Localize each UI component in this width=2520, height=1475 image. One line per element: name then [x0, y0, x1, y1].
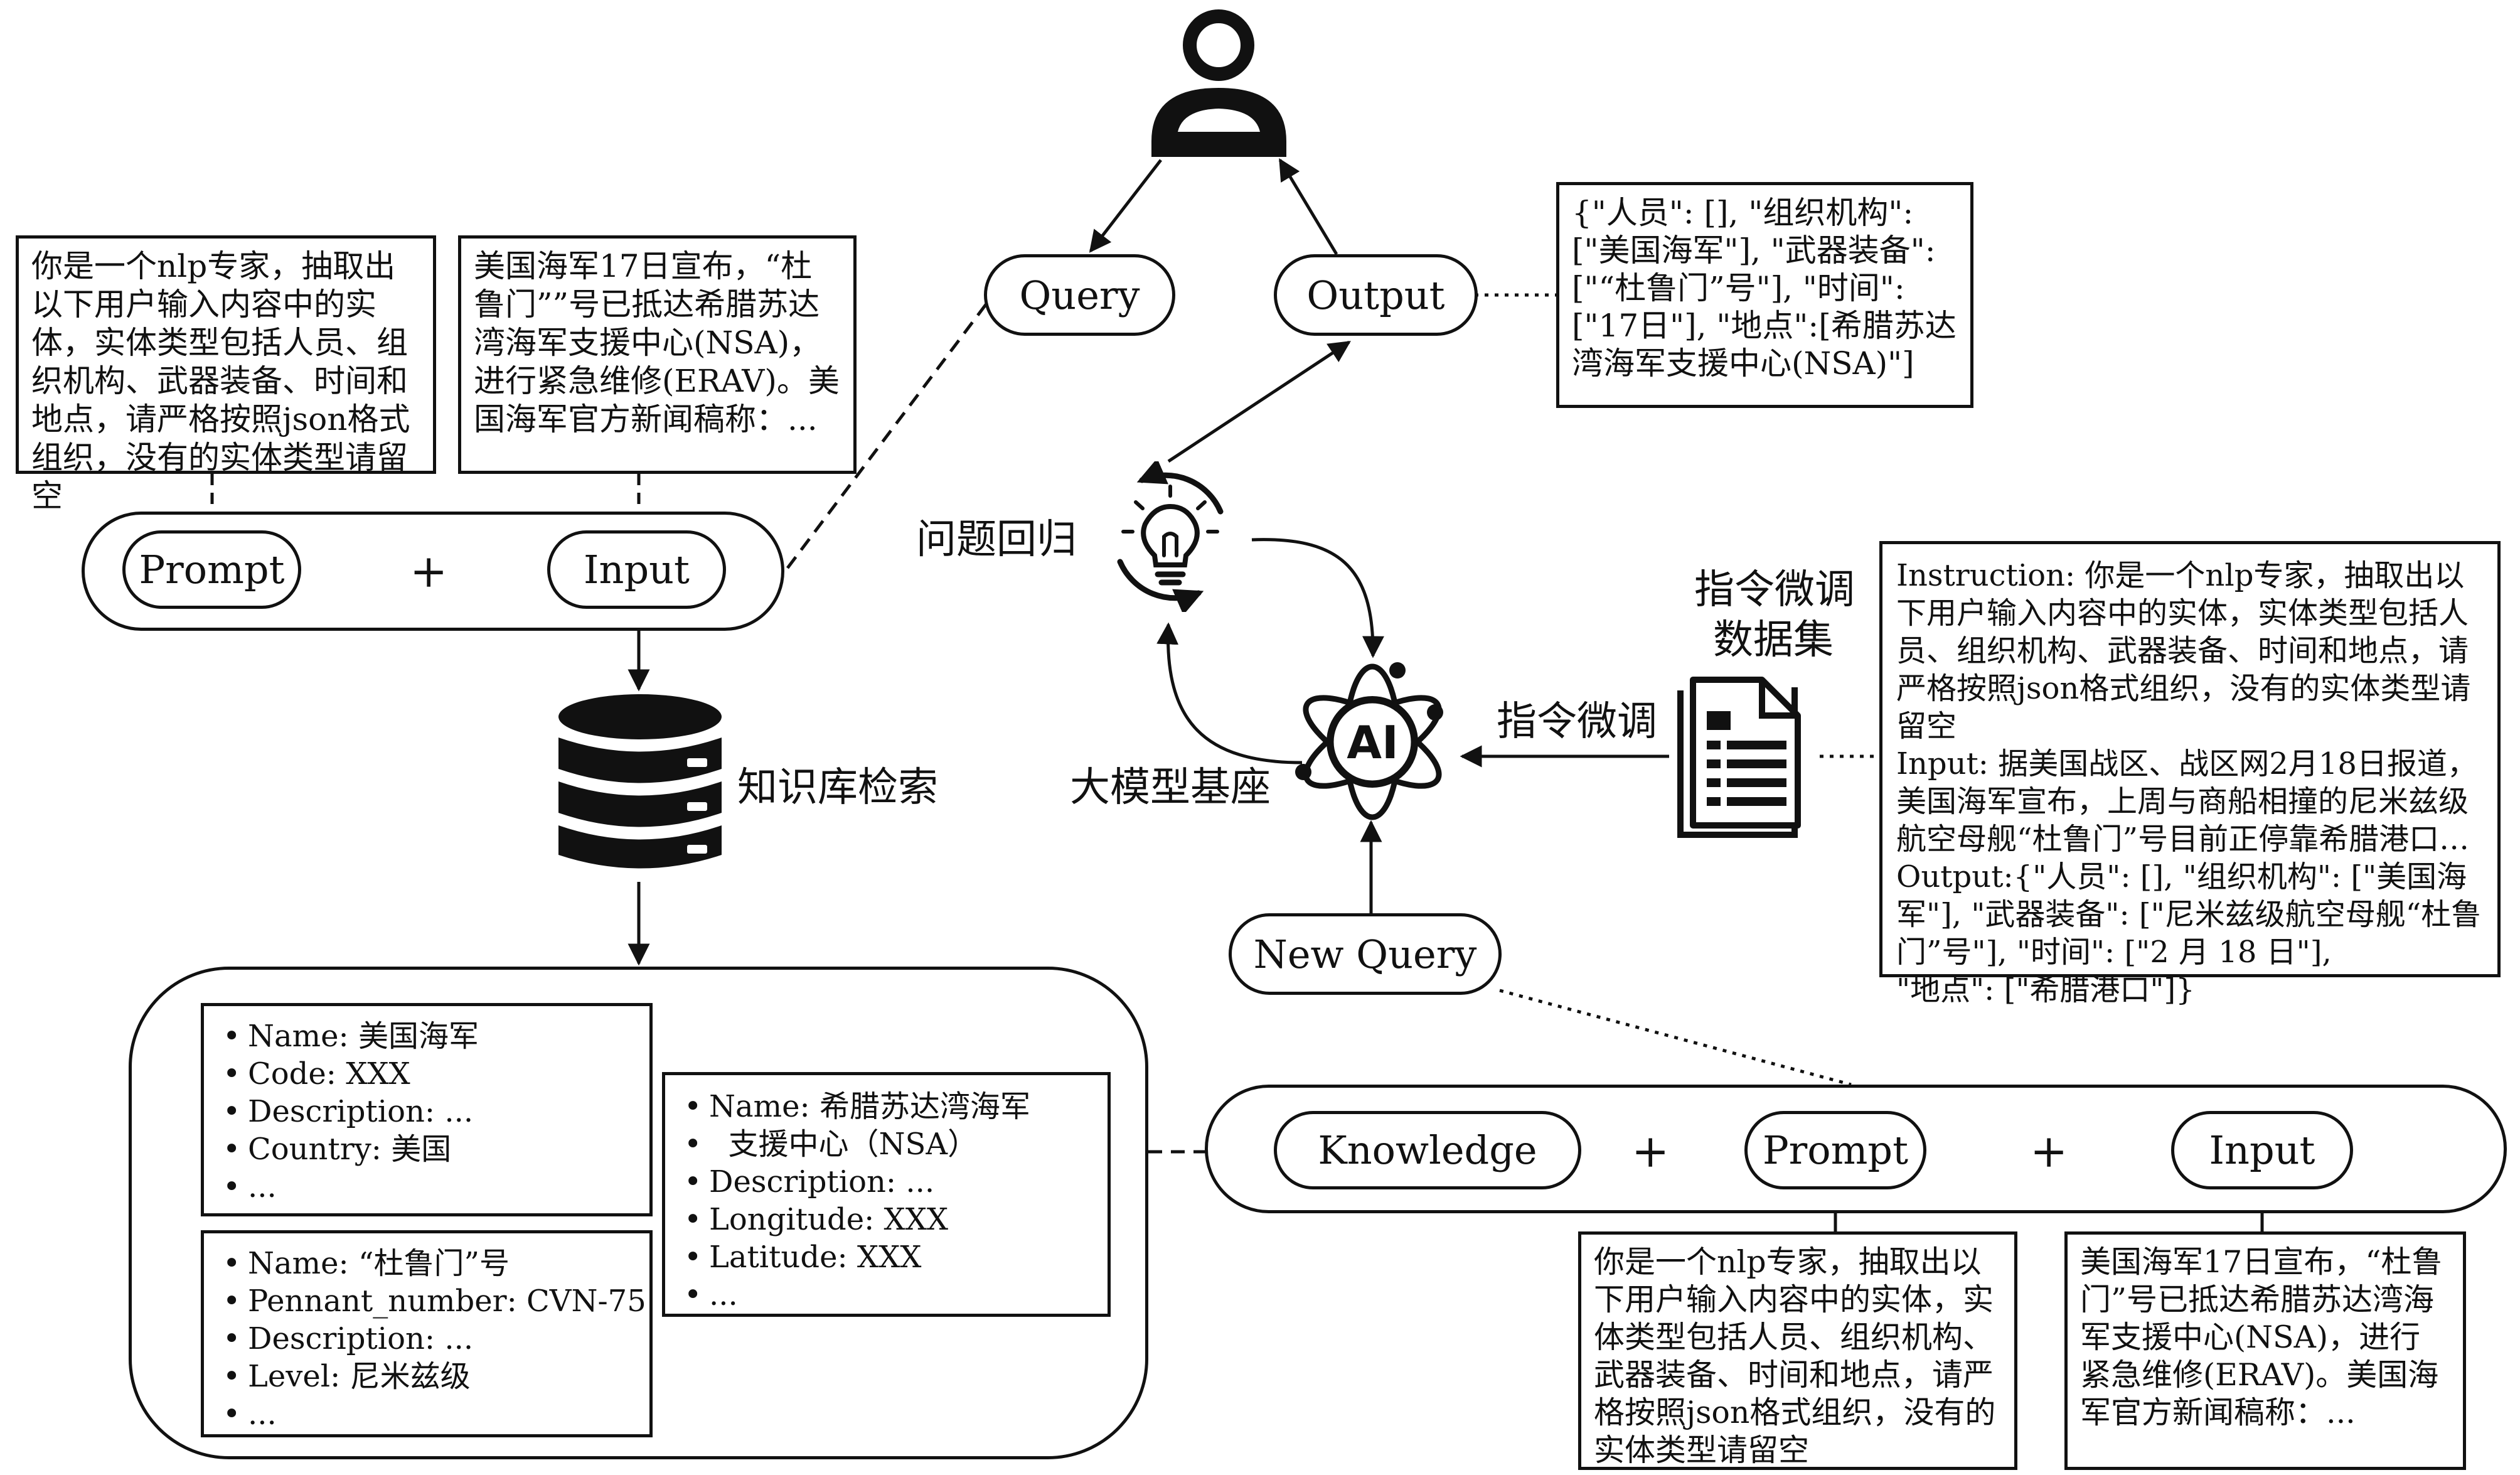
- prompt-pill-lower: Prompt: [1744, 1111, 1926, 1189]
- input-pill-lower: Input: [2171, 1111, 2353, 1189]
- ai-text: AI: [1347, 716, 1399, 769]
- entity2-field: Name: “杜鲁门”号: [219, 1245, 634, 1282]
- entity3-field: ...: [680, 1276, 1092, 1314]
- lightbulb-icon: [1095, 461, 1246, 612]
- entity-card-truman: Name: “杜鲁门”号 Pennant_number: CVN-75 Desc…: [201, 1230, 653, 1437]
- document-icon: [1669, 675, 1807, 841]
- entity3-field: Longitude: XXX: [680, 1201, 1092, 1238]
- plus-sign: +: [2030, 1125, 2068, 1177]
- user-icon: [1145, 6, 1293, 160]
- entity1-field: Country: 美国: [219, 1130, 634, 1168]
- entity2-field: Level: 尼米兹级: [219, 1358, 634, 1395]
- problem-regression-label: 问题回归: [916, 517, 1077, 563]
- knowledge-pill: Knowledge: [1274, 1111, 1581, 1189]
- dataset-label-line2: 数据集: [1713, 617, 1834, 663]
- base-model-label: 大模型基座: [1070, 764, 1271, 811]
- entity1-field: Name: 美国海军: [219, 1017, 634, 1055]
- entity3-field: Name: 希腊苏达湾海军: [680, 1088, 1092, 1125]
- entity1-field: Code: XXX: [219, 1055, 634, 1093]
- ai-atom-icon: AI: [1289, 659, 1456, 825]
- instruction-tuning-label: 指令微调: [1497, 699, 1657, 745]
- entity3-field: Description: ...: [680, 1163, 1092, 1201]
- kb-search-label: 知识库检索: [737, 764, 938, 811]
- entity2-field: ...: [219, 1395, 634, 1433]
- database-icon: [552, 690, 728, 882]
- entity2-field: Pennant_number: CVN-75: [219, 1282, 646, 1320]
- output-pill: Output: [1274, 254, 1478, 336]
- query-pill: Query: [984, 254, 1175, 336]
- entity1-field: ...: [219, 1168, 634, 1206]
- prompt-pill: Prompt: [122, 530, 301, 609]
- top-prompt-textbox: 你是一个nlp专家，抽取出以下用户输入内容中的实体，实体类型包括人员、组织机构、…: [16, 235, 436, 514]
- entity3-field: Latitude: XXX: [680, 1238, 1092, 1276]
- instruction-dataset-textbox: Instruction: 你是一个nlp专家，抽取出以下用户输入内容中的实体，实…: [1879, 541, 2501, 1007]
- output-textbox: {"人员": [], "组织机构": ["美国海军"], "武器装备": ["“…: [1556, 182, 1973, 408]
- input-pill: Input: [547, 530, 726, 609]
- top-input-textbox: 美国海军17日宣布，“杜鲁门””号已抵达希腊苏达湾海军支援中心(NSA)，进行紧…: [458, 235, 857, 474]
- plus-sign: +: [410, 545, 448, 598]
- plus-sign: +: [1631, 1125, 1670, 1177]
- entity2-field: Description: ...: [219, 1320, 634, 1358]
- entity3-field: 支援中心（NSA）: [680, 1125, 1092, 1163]
- bottom-input-textbox: 美国海军17日宣布，“杜鲁门”号已抵达希腊苏达湾海军支援中心(NSA)，进行紧急…: [2064, 1231, 2466, 1470]
- bottom-prompt-textbox: 你是一个nlp专家，抽取出以下用户输入内容中的实体，实体类型包括人员、组织机构、…: [1578, 1231, 2017, 1470]
- entity1-field: Description: ...: [219, 1093, 634, 1130]
- dataset-label-line1: 指令微调: [1694, 567, 1855, 613]
- entity-card-souda-bay: Name: 希腊苏达湾海军 支援中心（NSA） Description: ...…: [662, 1072, 1111, 1317]
- entity-card-us-navy: Name: 美国海军 Code: XXX Description: ... Co…: [201, 1003, 653, 1216]
- new-query-pill: New Query: [1229, 913, 1502, 995]
